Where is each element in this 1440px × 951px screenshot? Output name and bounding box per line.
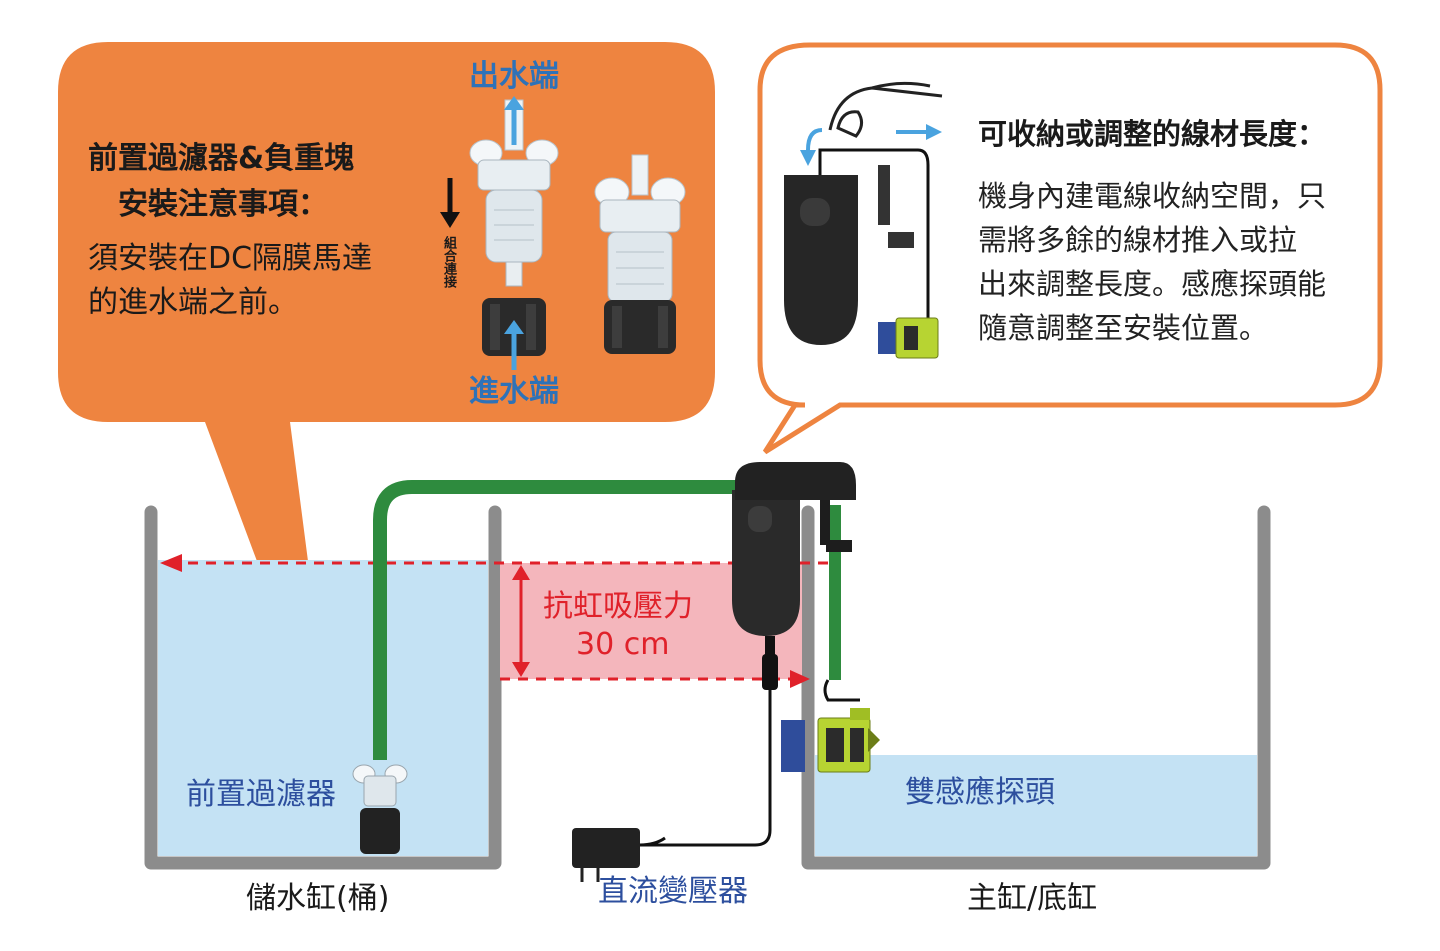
pump-unit <box>640 462 860 847</box>
right-callout-body-line1: 機身內建電線收納空間，只 <box>978 179 1327 213</box>
left-callout-title-line1: 前置過濾器&負重塊 <box>88 141 355 176</box>
outlet-arrow-icon <box>504 96 524 145</box>
assembly-arrow-icon <box>440 178 460 228</box>
left-callout-bubble <box>58 42 715 770</box>
left-callout-title-line2: 安裝注意事項： <box>118 187 328 222</box>
prefilter-in-tank <box>352 764 408 854</box>
assembly-label: 組合連接 <box>441 236 456 288</box>
right-callout-body-line2: 需將多餘的線材推入或拉 <box>978 223 1298 257</box>
dual-sensor <box>781 708 880 773</box>
adapter-label: 直流變壓器 <box>598 874 748 909</box>
main-tank <box>801 505 1271 870</box>
sensor-label: 雙感應探頭 <box>905 775 1055 810</box>
pump-cable-illustration <box>784 81 943 359</box>
left-callout-body-line2: 的進水端之前。 <box>88 285 298 320</box>
reservoir-label: 儲水缸(桶) <box>246 881 390 916</box>
main-tank-label: 主缸/底缸 <box>967 881 1098 916</box>
reservoir-tank <box>144 505 502 870</box>
inlet-label: 進水端 <box>469 374 559 409</box>
dc-adapter <box>572 828 666 882</box>
siphon-label-line2: 30 cm <box>576 627 670 662</box>
siphon-label-line1: 抗虹吸壓力 <box>543 589 693 624</box>
prefilter-combined-illustration <box>594 154 686 354</box>
prefilter-assembled-illustration <box>469 99 559 356</box>
prefilter-label: 前置過濾器 <box>186 777 336 812</box>
right-callout-body-line4: 隨意調整至安裝位置。 <box>978 311 1269 345</box>
left-callout-body-line1: 須安裝在DC隔膜馬達 <box>88 241 373 276</box>
right-callout-title: 可收納或調整的線材長度： <box>978 117 1327 151</box>
outlet-label: 出水端 <box>469 59 559 94</box>
inlet-arrow-icon <box>504 320 524 370</box>
water-tube <box>373 480 841 760</box>
right-callout-body-line3: 出來調整長度。感應探頭能 <box>978 267 1327 301</box>
